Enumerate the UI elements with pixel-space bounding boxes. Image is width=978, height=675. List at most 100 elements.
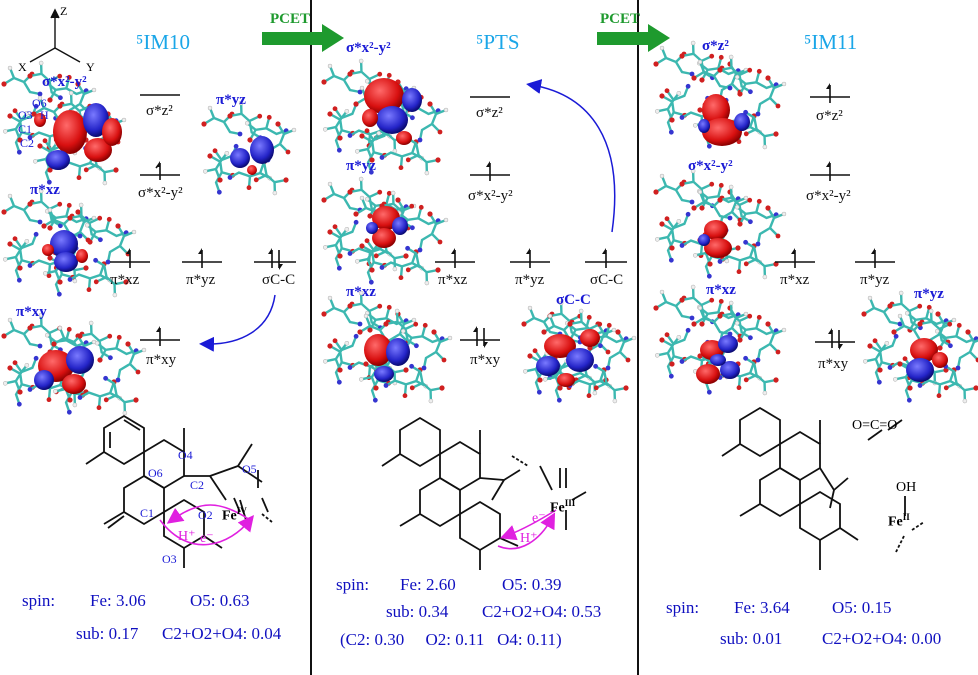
pcet-magenta-arrow-2 <box>497 512 556 550</box>
axis-y-label: Y <box>86 60 95 74</box>
chem-c2-p1: C2 <box>190 478 205 492</box>
orbital-sigma-cc-p2 <box>518 298 636 408</box>
chem-fe-p3: FeII <box>888 512 910 531</box>
spin-sub-p1: sub: 0.17 <box>76 624 139 643</box>
chem-o5-p1: O5 <box>242 462 257 476</box>
atom-c2: C2 <box>20 136 35 150</box>
fe-symbol-p3: Fe <box>888 514 903 530</box>
level-label-pi-xz-p3: π*xz <box>780 272 810 288</box>
level-label-pi-xy-p1: π*xy <box>146 352 177 368</box>
orb-label-sigma-cc-p2: σC-C <box>556 292 591 308</box>
orbital-sigma-x2y2-p1 <box>0 58 126 190</box>
level-label-pi-yz-p2: π*yz <box>515 272 545 288</box>
orbital-sigma-x2y2-p3 <box>650 166 786 284</box>
chem-eminus-p1: e⁻ <box>200 531 214 546</box>
axis-x-label: X <box>18 60 27 74</box>
orb-label-pi-xz-p2: π*xz <box>346 284 376 300</box>
axes-icon <box>29 8 81 63</box>
spin-label-p1: spin: <box>22 591 56 610</box>
panel-title-im10: ⁵IM10 <box>136 30 190 54</box>
orb-label-pi-xy-p1: π*xy <box>16 304 47 320</box>
spin-label-p3: spin: <box>666 598 700 617</box>
level-label-pi-xz-p2: π*xz <box>438 272 468 288</box>
panel-title-im11: ⁵IM11 <box>804 30 858 54</box>
orb-label-sigma-x2y2-p3: σ*x²-y² <box>688 158 733 174</box>
electron-transfer-arrow-2 <box>526 79 616 233</box>
spin-c2o2o4-p1: C2+O2+O4: 0.04 <box>162 624 282 643</box>
chem-o4-p1: O4 <box>178 448 193 462</box>
chem-c1-p1: C1 <box>140 506 155 520</box>
fe-symbol-p1: Fe <box>222 508 237 524</box>
orbital-sigma-z2-p3 <box>650 38 786 154</box>
level-label-sigma-cc-p1: σC-C <box>262 272 296 288</box>
level-label-sigma-cc-p2: σC-C <box>590 272 624 288</box>
spin-label-p2: spin: <box>336 575 370 594</box>
chem-structure-3 <box>721 406 925 570</box>
pcet-magenta-arrow-1 <box>159 515 255 546</box>
spin-fe-p3: Fe: 3.64 <box>734 598 790 617</box>
orb-label-pi-yz-p1: π*yz <box>216 92 246 108</box>
spin-o5-p1: O5: 0.63 <box>190 591 250 610</box>
orb-label-pi-yz-p2: π*yz <box>346 158 376 174</box>
fe-symbol-p2: Fe <box>550 500 565 516</box>
level-label-sigma-x2y2-p1: σ*x²-y² <box>138 185 183 201</box>
orbital-pi-yz-p2 <box>318 174 448 290</box>
fe-oxidation-p2: III <box>564 498 576 508</box>
level-label-sigma-z2-p1: σ*z² <box>146 103 173 119</box>
orbital-pi-yz-p3 <box>858 288 978 408</box>
orb-label-sigma-x2y2-p2: σ*x²-y² <box>346 40 391 56</box>
orbital-pi-xz-p2 <box>318 288 452 408</box>
atom-h: H <box>40 108 49 122</box>
orb-label-pi-xz-p1: π*xz <box>30 182 60 198</box>
spin-fe-p1: Fe: 3.06 <box>90 591 146 610</box>
orbital-pi-xz-p3 <box>650 282 786 400</box>
chem-co2-p3: O=C=O <box>852 418 898 433</box>
chem-o2-p1: O2 <box>198 508 213 522</box>
orb-label-pi-yz-p3: π*yz <box>914 286 944 302</box>
atom-o3: O3 <box>18 108 33 122</box>
orb-label-pi-xz-p3: π*xz <box>706 282 736 298</box>
spin-arrowheads <box>126 83 875 350</box>
pcet-arrow-2 <box>597 24 670 52</box>
fe-oxidation-p1: IV <box>236 506 247 516</box>
pcet-arrow-1 <box>262 24 344 52</box>
orbital-pi-yz-p1 <box>198 98 296 200</box>
level-label-sigma-x2y2-p2: σ*x²-y² <box>468 188 513 204</box>
level-label-pi-xy-p2: π*xy <box>470 352 501 368</box>
chem-structure-1 <box>85 414 273 568</box>
orb-label-sigma-x2y2-p1: σ*x²-y² <box>42 74 87 90</box>
level-label-sigma-z2-p2: σ*z² <box>476 105 503 121</box>
atom-o6: O6 <box>32 96 47 110</box>
level-label-sigma-z2-p3: σ*z² <box>816 108 843 124</box>
chem-structure-2 <box>381 416 587 570</box>
chem-o6-p1: O6 <box>148 466 163 480</box>
axis-z-label: Z <box>60 4 68 18</box>
spin-sub-p2: sub: 0.34 <box>386 602 449 621</box>
orbital-pi-xy-p1 <box>0 310 146 420</box>
spin-fe-p2: Fe: 2.60 <box>400 575 456 594</box>
pcet-label-2: PCET <box>600 11 641 27</box>
chem-o3-p1: O3 <box>162 552 177 566</box>
orbital-sigma-x2y2-p2 <box>318 56 448 180</box>
spin-o5-p3: O5: 0.15 <box>832 598 892 617</box>
chem-hplus-p1: H⁺ <box>178 529 196 544</box>
level-label-pi-yz-p3: π*yz <box>860 272 890 288</box>
chem-hplus-p2: H⁺ <box>520 531 538 546</box>
orb-label-sigma-z2-p3: σ*z² <box>702 38 729 54</box>
pcet-magenta-arrow-2b <box>500 509 557 541</box>
spin-c2o2o4-p3: C2+O2+O4: 0.00 <box>822 629 942 648</box>
fe-oxidation-p3: II <box>902 512 910 522</box>
orbital-pi-xz-p1 <box>0 186 136 302</box>
level-label-pi-xy-p3: π*xy <box>818 356 849 372</box>
spin-breakdown-p2: (C2: 0.30 O2: 0.11 O4: 0.11) <box>340 630 562 649</box>
chem-oh-p3: OH <box>896 480 917 495</box>
atom-c1: C1 <box>18 122 33 136</box>
electron-transfer-arrow-1 <box>199 294 276 352</box>
spin-c2o2o4-p2: C2+O2+O4: 0.53 <box>482 602 602 621</box>
pcet-magenta-arrow-1b <box>166 504 251 524</box>
chem-fe-p1: FeIV <box>222 506 247 525</box>
chem-eminus-p2: e⁻ <box>532 511 546 526</box>
panel-title-pts: ⁵PTS <box>476 30 520 54</box>
chem-fe-p2: FeIII <box>550 498 575 517</box>
